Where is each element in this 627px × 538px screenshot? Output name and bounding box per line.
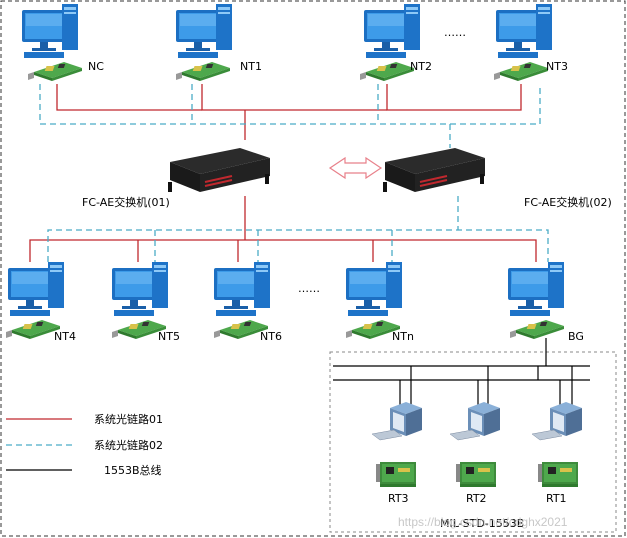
computer-icon — [112, 262, 168, 316]
node-label: NC — [88, 60, 104, 73]
ellipsis-top: …… — [444, 26, 466, 39]
network-card-icon — [510, 320, 564, 339]
bus-box — [329, 351, 617, 533]
legend: 系统光链路01 系统光链路02 1553B总线 — [6, 412, 163, 477]
node-nt3: NT3 — [494, 4, 568, 81]
node-nc: NC — [22, 4, 104, 81]
node-label: NT3 — [546, 60, 568, 73]
node-label: NT5 — [158, 330, 180, 343]
bottom-link-red — [29, 196, 537, 262]
computer-icon — [364, 4, 420, 58]
node-label: NT4 — [54, 330, 76, 343]
switch-02: FC-AE交换机(02) — [382, 147, 612, 209]
rt-node-rt2: RT2 — [449, 402, 500, 505]
switch-label: FC-AE交换机(02) — [524, 195, 612, 209]
node-nt4: NT4 — [6, 262, 76, 343]
node-label: NT1 — [240, 60, 262, 73]
computer-icon — [176, 4, 232, 58]
bottom-link-blue — [47, 196, 549, 262]
ellipsis-bottom: …… — [298, 282, 320, 295]
node-nt2: NT2 — [360, 4, 432, 81]
computer-icon — [346, 262, 402, 316]
network-card-icon — [360, 62, 414, 81]
network-card-icon — [6, 320, 60, 339]
interface-card-icon — [538, 462, 578, 487]
legend-label-link02: 系统光链路02 — [94, 438, 163, 452]
switch-icon — [382, 147, 486, 193]
top-link-blue — [39, 84, 541, 148]
interface-card-icon — [376, 462, 416, 487]
rt-node-rt3: RT3 — [371, 402, 422, 505]
rt-label: RT1 — [546, 492, 567, 505]
computer-icon — [496, 4, 552, 58]
switch-icon — [167, 147, 271, 193]
switch-label: FC-AE交换机(01) — [82, 195, 170, 209]
network-card-icon — [28, 62, 82, 81]
computer-icon — [8, 262, 64, 316]
rt-label: RT3 — [388, 492, 409, 505]
rt-label: RT2 — [466, 492, 487, 505]
legend-label-bus: 1553B总线 — [104, 463, 162, 477]
node-nt6: NT6 — [214, 262, 282, 343]
node-label: NT2 — [410, 60, 432, 73]
node-ntn: NTn — [346, 262, 414, 343]
computer-icon — [22, 4, 78, 58]
node-label: BG — [568, 330, 584, 343]
node-nt1: NT1 — [176, 4, 262, 81]
node-nt5: NT5 — [112, 262, 180, 343]
bus-box-label: MIL-STD-1553B — [440, 517, 524, 530]
rt-node-rt1: RT1 — [531, 402, 582, 505]
network-card-icon — [176, 62, 230, 81]
computer-icon — [508, 262, 564, 316]
top-link-red — [56, 84, 522, 140]
interface-card-icon — [456, 462, 496, 487]
legend-label-link01: 系统光链路01 — [94, 412, 163, 426]
switch-01: FC-AE交换机(01) — [82, 147, 271, 209]
bus-lines — [333, 338, 590, 410]
switch-link-arrow — [328, 156, 383, 180]
watermark: https://blog.csdn.net/cdghx2021 — [398, 515, 568, 529]
network-card-icon — [494, 62, 548, 81]
computer-icon — [214, 262, 270, 316]
node-label: NTn — [392, 330, 414, 343]
node-bg: BG — [508, 262, 584, 343]
node-label: NT6 — [260, 330, 282, 343]
